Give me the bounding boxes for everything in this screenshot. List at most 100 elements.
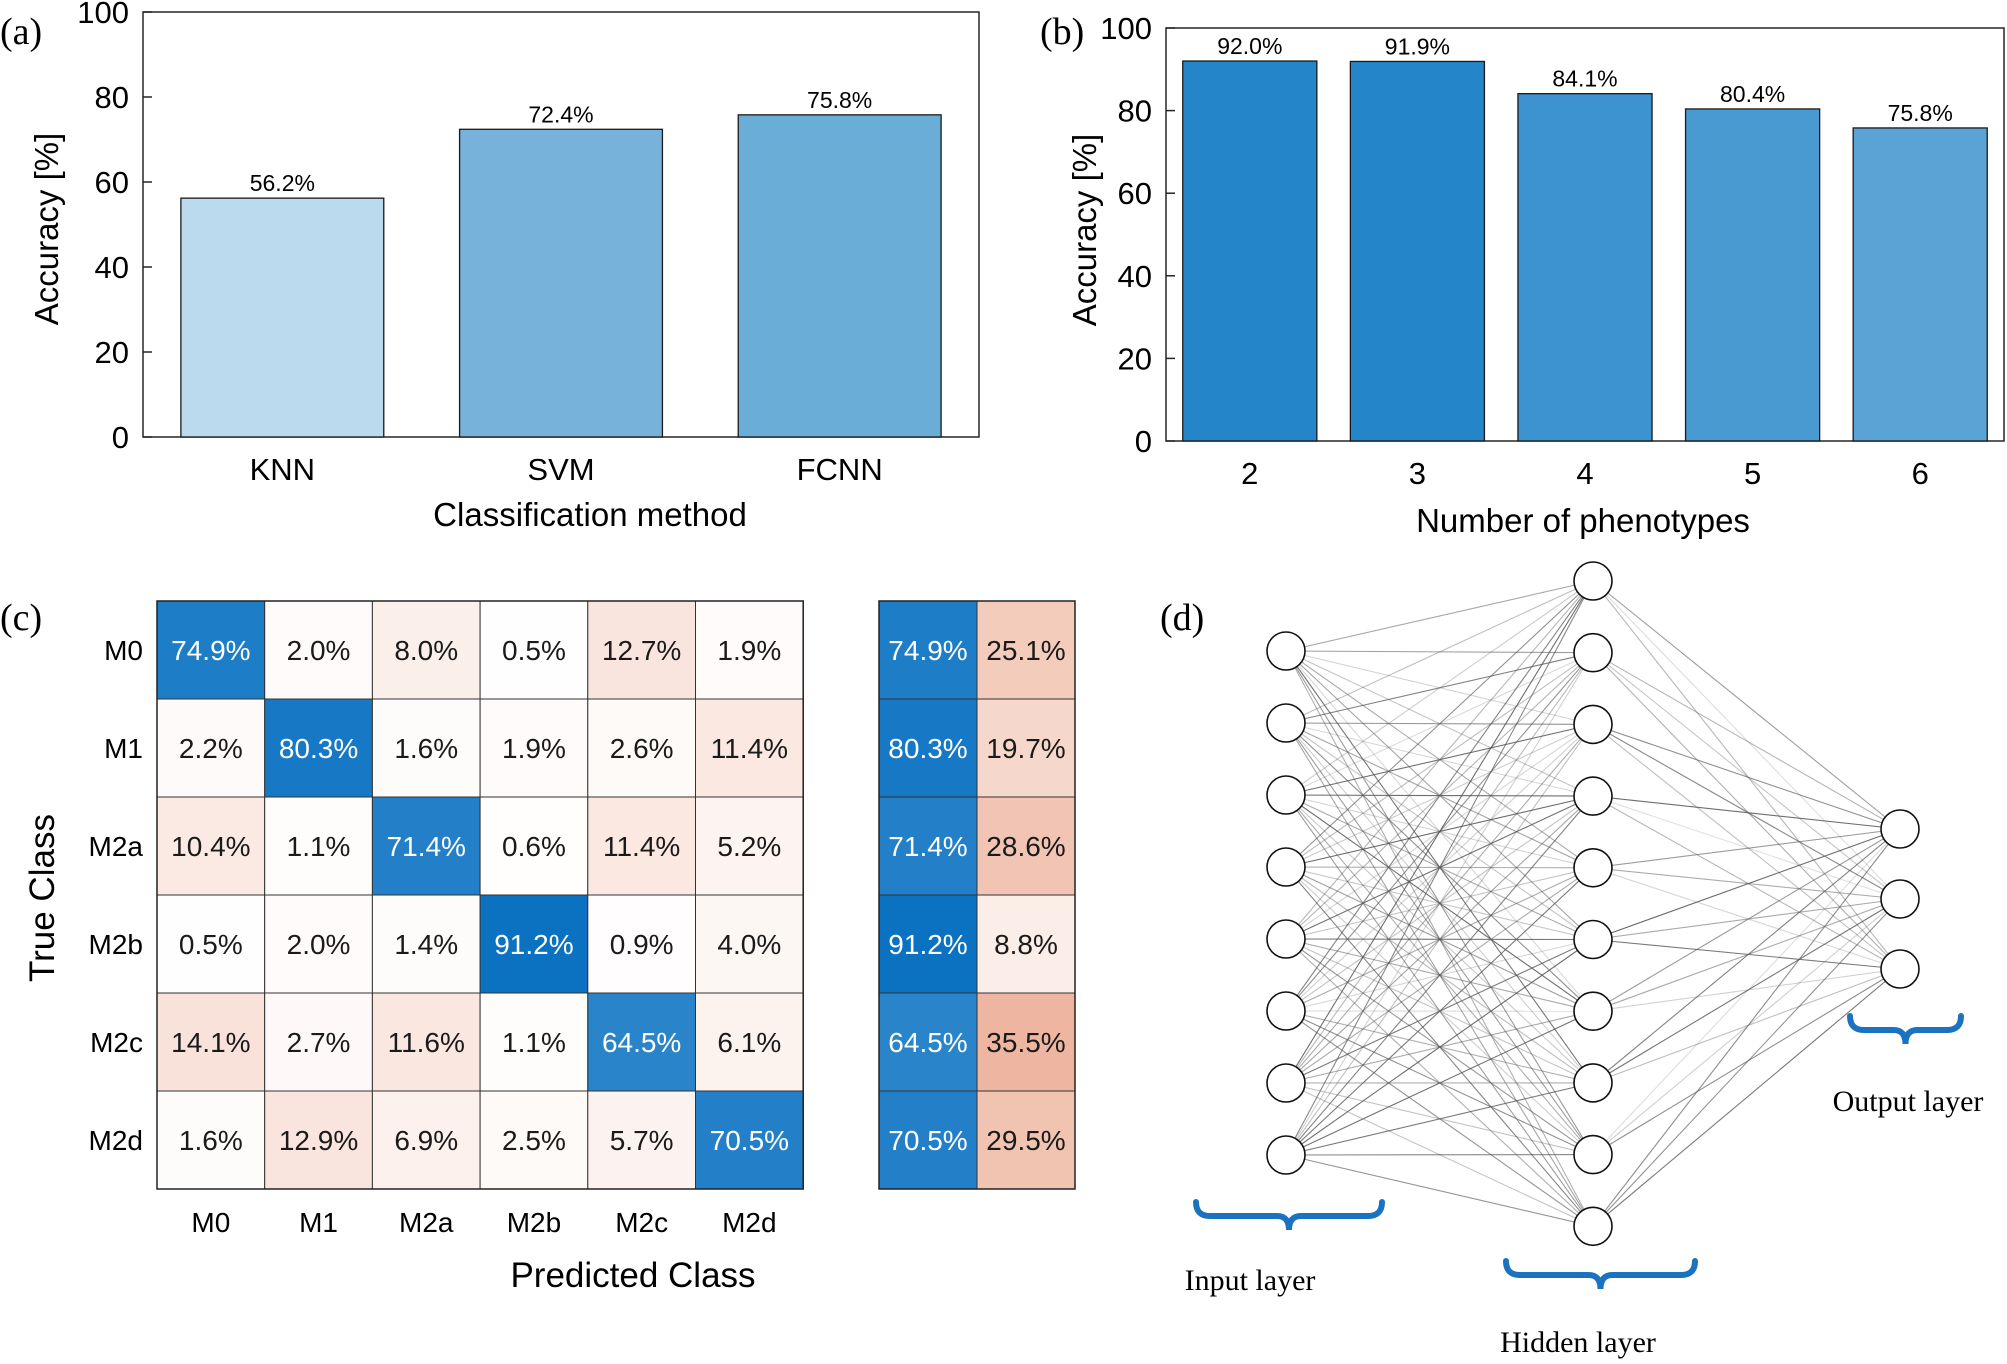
panel-a-ylabel: Accuracy [%] [28,133,65,326]
matrix-cell-M1-M2d [695,698,804,798]
matrix-cell-M0-M2b [479,600,589,700]
panel-c-ylabel: True Class [23,814,62,982]
network-edge [1592,723,1901,830]
network-edge [1592,723,1901,970]
network-edge [1592,580,1901,900]
bar-3 [1349,60,1486,442]
summary-correct-M2a-value: 71.4% [888,831,967,862]
matrix-cell-M2d-M2c-value: 5.7% [610,1125,674,1156]
summary-correct-M2b [878,894,978,994]
network-edge [1592,968,1901,1227]
y-tick-label: 40 [1118,259,1152,294]
hidden-node [1573,1206,1613,1247]
x-tick-label: 4 [1576,456,1593,491]
input-node [1266,847,1306,887]
network-edge [1285,580,1594,796]
summary-correct-M2d-value: 70.5% [888,1125,967,1156]
network-edge [1592,795,1901,900]
network-edge [1592,898,1901,941]
bar-data-label: 56.2% [250,170,315,196]
network-edge [1285,580,1594,1156]
matrix-cell-M1-M2a-value: 1.6% [394,733,458,764]
matrix-cell-M2d-M2b [479,1090,589,1190]
network-edge [1285,652,1594,1156]
summary-incorrect-M0 [976,600,1076,700]
summary-incorrect-M2d-value: 29.5% [986,1125,1065,1156]
output-node [1880,949,1920,989]
network-edge [1285,795,1594,1012]
input-node [1266,991,1306,1031]
matrix-cell-M0-M1-value: 2.0% [287,635,351,666]
network-edge [1285,724,1594,1084]
matrix-cell-M0-M2d-value: 1.9% [717,635,781,666]
x-tick-label: 3 [1409,456,1426,491]
row-label: M1 [104,733,143,764]
bar-5 [1684,108,1821,442]
row-label: M2b [89,929,143,960]
matrix-cell-M2b-M0 [156,894,266,994]
network-edge [1592,867,1901,970]
matrix-cell-M2d-M2d [695,1090,804,1190]
bar-data-label: 80.4% [1720,81,1785,107]
bar-data-label: 75.8% [807,87,872,113]
y-tick-label: 80 [1118,94,1152,129]
matrix-frame [156,600,804,1190]
y-tick-label: 40 [95,250,129,285]
hidden-node [1573,847,1613,888]
matrix-cell-M2c-M2d [695,992,804,1092]
summary-correct-M2d [878,1090,978,1190]
network-edge [1285,580,1594,724]
matrix-cell-M2c-M2d-value: 6.1% [717,1027,781,1058]
network-brackets [1193,1013,1964,1290]
matrix-cell-M0-M2b-value: 0.5% [502,635,566,666]
matrix-cell-M0-M0 [156,600,266,700]
network-edge [1592,867,1901,900]
network-edge [1285,580,1594,1012]
matrix-cell-M0-M2c-value: 12.7% [602,635,681,666]
panel-b-ylabel: Accuracy [%] [1066,134,1103,327]
bar-SVM [458,128,664,438]
matrix-cell-M2c-M2a-value: 11.6% [388,1027,465,1058]
panel-d-label: (d) [1160,597,1204,639]
matrix-cell-M2b-M2b [479,894,589,994]
matrix-cell-M1-M2c [587,698,696,798]
summary-incorrect-M0-value: 25.1% [986,635,1065,666]
panel-c-label: (c) [0,597,42,639]
x-tick-label: SVM [527,452,594,487]
network-edge [1592,828,1901,1012]
matrix-cell-M2b-M2a [371,894,481,994]
matrix-cell-M2b-M1-value: 2.0% [287,929,351,960]
hidden-node [1573,1063,1613,1103]
y-tick-label: 0 [112,420,129,455]
network-edge [1285,867,1594,940]
network-edge [1285,1010,1594,1156]
bar-4 [1517,93,1653,442]
y-tick-label: 20 [1118,341,1152,376]
summary-frame [878,600,1076,1190]
network-edge [1592,898,1901,1084]
matrix-cell-M2b-M2c-value: 0.9% [610,929,674,960]
matrix-cell-M2b-M2c [587,894,696,994]
panel-c-xlabel: Predicted Class [510,1256,755,1295]
matrix-cell-M0-M2a-value: 8.0% [394,635,458,666]
hidden-node [1573,632,1613,673]
col-label: M1 [299,1207,338,1238]
network-edge [1592,652,1901,970]
matrix-cell-M2c-M2b-value: 1.1% [502,1027,566,1058]
matrix-cell-M2b-M0-value: 0.5% [179,929,243,960]
network-nodes [1266,561,1920,1247]
panel-a: (a) Classification method Accuracy [%] 0… [0,0,980,533]
input-node [1266,1135,1306,1175]
matrix-cell-M2b-M2d [695,894,804,994]
network-edge [1592,580,1901,970]
network-edge [1285,652,1594,868]
matrix-cell-M2c-M1-value: 2.7% [287,1027,351,1058]
col-label: M2d [722,1207,776,1238]
matrix-cell-M2d-M2a-value: 6.9% [394,1125,458,1156]
hidden-node [1573,991,1613,1032]
input-node [1266,919,1306,959]
panel-a-label: (a) [0,11,42,53]
matrix-cell-M1-M1 [264,698,373,798]
panel-b-xlabel: Number of phenotypes [1416,502,1750,539]
